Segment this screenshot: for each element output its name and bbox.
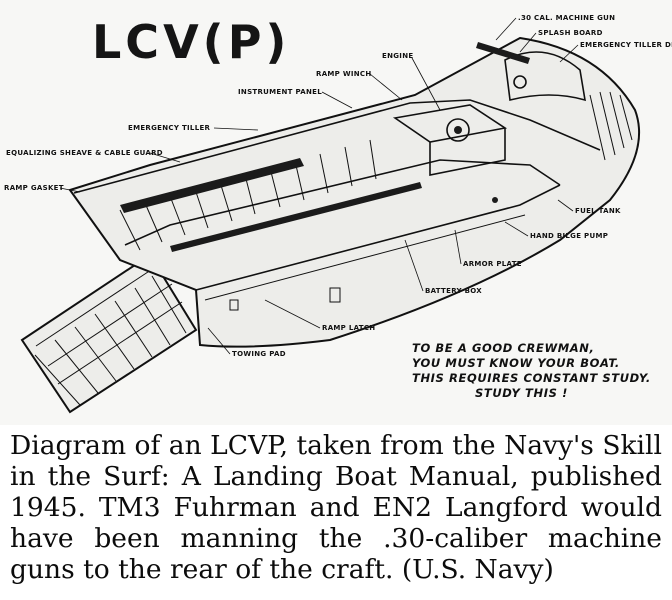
note-line-1: TO BE A GOOD CREWMAN, xyxy=(412,341,594,355)
crewman-note: TO BE A GOOD CREWMAN, YOU MUST KNOW YOUR… xyxy=(412,341,651,400)
label-towing-pad: TOWING PAD xyxy=(232,350,286,358)
diagram-title: LCV(P) xyxy=(92,15,290,69)
lcvp-drawing: LCV(P) xyxy=(4,14,672,414)
hull xyxy=(68,36,641,348)
label-ramp-gasket: RAMP GASKET xyxy=(4,184,64,192)
label-emergency-tiller: EMERGENCY TILLER xyxy=(128,124,211,132)
label-engine: ENGINE xyxy=(382,52,413,60)
ramp xyxy=(20,253,198,414)
lcvp-diagram: LCV(P) xyxy=(4,14,672,414)
note-line-2: YOU MUST KNOW YOUR BOAT. xyxy=(412,356,620,370)
label-armor-plate: ARMOR PLATE xyxy=(463,260,522,268)
note-line-3: THIS REQUIRES CONSTANT STUDY. xyxy=(412,371,651,385)
diagram-labels: .30 CAL. MACHINE GUN SPLASH BOARD EMERGE… xyxy=(4,14,672,358)
label-battery-box: BATTERY BOX xyxy=(425,287,482,295)
caption: Diagram of an LCVP, taken from the Navy'… xyxy=(10,430,662,585)
label-emergency-tiller-deck-plate: EMERGENCY TILLER DECK PLATE xyxy=(580,41,672,49)
label-ramp-latch: RAMP LATCH xyxy=(322,324,375,332)
label-ramp-winch: RAMP WINCH xyxy=(316,70,372,78)
note-line-4: STUDY THIS ! xyxy=(475,386,568,400)
label-hand-bilge-pump: HAND BILGE PUMP xyxy=(530,232,608,240)
label-machine-gun: .30 CAL. MACHINE GUN xyxy=(518,14,615,22)
label-fuel-tank: FUEL TANK xyxy=(575,207,621,215)
label-splash-board: SPLASH BOARD xyxy=(538,29,603,37)
label-instrument-panel: INSTRUMENT PANEL xyxy=(238,88,322,96)
label-equalizing-sheave: EQUALIZING SHEAVE & CABLE GUARD xyxy=(6,149,163,157)
